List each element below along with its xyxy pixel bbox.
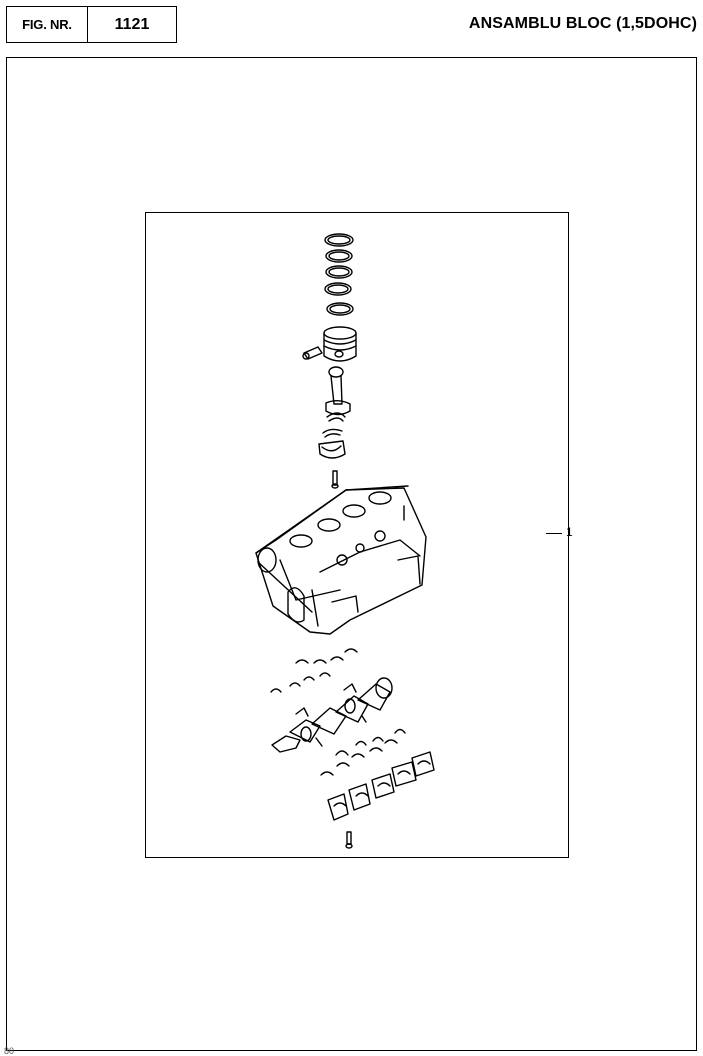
piston-ring-icon <box>324 233 354 316</box>
figure-number: 1121 <box>114 15 150 33</box>
rod-bearing-icon <box>322 412 346 438</box>
upper-bearing-icon <box>270 648 358 693</box>
piston-icon <box>323 326 357 362</box>
assembly-frame <box>145 212 569 858</box>
figure-number-box: FIG. NR. 1121 <box>6 6 177 43</box>
connecting-rod-icon <box>325 366 351 416</box>
crankshaft-icon <box>271 677 393 753</box>
main-bearing-icon <box>320 728 406 776</box>
page-title: ANSAMBLU BLOC (1,5DOHC) <box>468 15 697 32</box>
cap-bolt-icon <box>345 831 353 849</box>
piston-pin-icon <box>302 346 323 360</box>
callout-leader-line <box>546 533 562 534</box>
figure-label: FIG. NR. <box>7 7 88 42</box>
cylinder-block-icon <box>255 485 427 635</box>
rod-cap-icon <box>318 440 346 459</box>
main-bearing-cap-icon <box>327 751 435 821</box>
callout-number: 1 <box>566 525 573 539</box>
page-mark: 80 <box>4 1046 15 1056</box>
rod-bolt-icon <box>331 470 339 489</box>
outer-frame <box>6 57 697 1051</box>
